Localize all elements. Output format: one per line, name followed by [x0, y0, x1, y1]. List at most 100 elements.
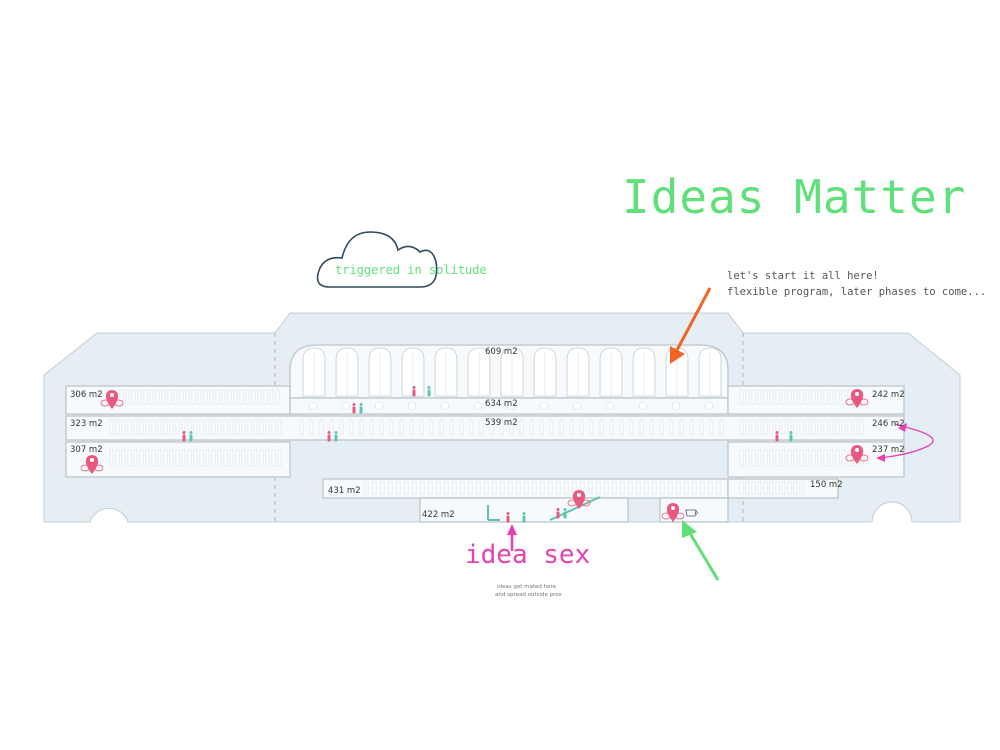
window: [211, 419, 216, 435]
pin-cloud: [581, 499, 591, 507]
window: [449, 419, 454, 435]
person-icon: [327, 431, 331, 442]
window: [349, 419, 354, 435]
window: [829, 389, 834, 405]
round-window: [572, 401, 582, 411]
pin-dot: [855, 392, 859, 396]
magenta-curve-arrow-icon: [876, 423, 934, 462]
window: [516, 481, 521, 495]
window: [275, 389, 280, 405]
window: [787, 419, 792, 435]
person-head: [327, 431, 331, 434]
window: [817, 389, 822, 405]
pin-dot: [855, 448, 859, 452]
round-window: [341, 401, 351, 411]
round-window: [440, 401, 450, 411]
window: [259, 449, 264, 467]
window: [549, 419, 554, 435]
window: [197, 389, 202, 405]
window: [191, 389, 196, 405]
window: [269, 389, 274, 405]
window: [500, 481, 505, 495]
window: [769, 419, 774, 435]
area-label: 609 m2: [485, 347, 518, 357]
floor-strip: [727, 385, 905, 415]
window: [799, 389, 804, 405]
window: [133, 449, 138, 467]
window: [233, 389, 238, 405]
person-head: [334, 431, 338, 434]
person-icon: [412, 386, 416, 397]
window: [629, 419, 634, 435]
person-body: [522, 515, 526, 523]
window: [763, 481, 768, 495]
window: [277, 419, 282, 435]
window: [253, 419, 258, 435]
window: [793, 389, 798, 405]
window: [679, 419, 684, 435]
round-window: [374, 401, 384, 411]
window: [609, 419, 614, 435]
pin-cloud: [567, 499, 577, 507]
window: [775, 389, 780, 405]
window: [805, 449, 810, 467]
floor-strip: [65, 441, 291, 478]
window: [757, 449, 762, 467]
window: [811, 389, 816, 405]
person-icon: [352, 403, 356, 414]
pin-cloud: [80, 464, 90, 472]
window: [309, 419, 314, 435]
window: [817, 449, 822, 467]
window: [265, 419, 270, 435]
window: [241, 449, 246, 467]
window: [719, 419, 724, 435]
window: [817, 419, 822, 435]
person-icon: [189, 431, 193, 442]
window: [372, 481, 377, 495]
window: [169, 419, 174, 435]
window: [221, 389, 226, 405]
window: [564, 481, 569, 495]
window: [811, 419, 816, 435]
window: [359, 419, 364, 435]
pin-cloud: [661, 512, 671, 520]
person-head: [522, 512, 526, 515]
magenta-arrow-icon: [507, 524, 517, 551]
window: [181, 419, 186, 435]
window: [805, 419, 810, 435]
window: [589, 419, 594, 435]
person-body: [189, 434, 193, 442]
window: [835, 389, 840, 405]
person-body: [352, 406, 356, 414]
window: [823, 389, 828, 405]
pins-group: [80, 389, 869, 522]
window: [469, 419, 474, 435]
window: [519, 419, 524, 435]
window: [579, 419, 584, 435]
window: [428, 481, 433, 495]
window: [223, 449, 228, 467]
floor-strip: [419, 497, 629, 523]
window: [787, 481, 792, 495]
window: [775, 449, 780, 467]
window: [149, 389, 154, 405]
window: [769, 481, 774, 495]
person-body: [327, 434, 331, 442]
window: [775, 419, 780, 435]
window: [205, 449, 210, 467]
hall-arched-windows: [302, 347, 722, 397]
window: [239, 389, 244, 405]
area-label: 237 m2: [872, 445, 905, 455]
window-rows: [109, 389, 864, 495]
window: [479, 419, 484, 435]
window: [139, 449, 144, 467]
pin-cloud: [100, 399, 110, 407]
window: [115, 419, 120, 435]
window: [203, 389, 208, 405]
window: [211, 449, 216, 467]
window: [745, 389, 750, 405]
window: [532, 481, 537, 495]
window: [799, 419, 804, 435]
window: [388, 481, 393, 495]
window: [163, 449, 168, 467]
